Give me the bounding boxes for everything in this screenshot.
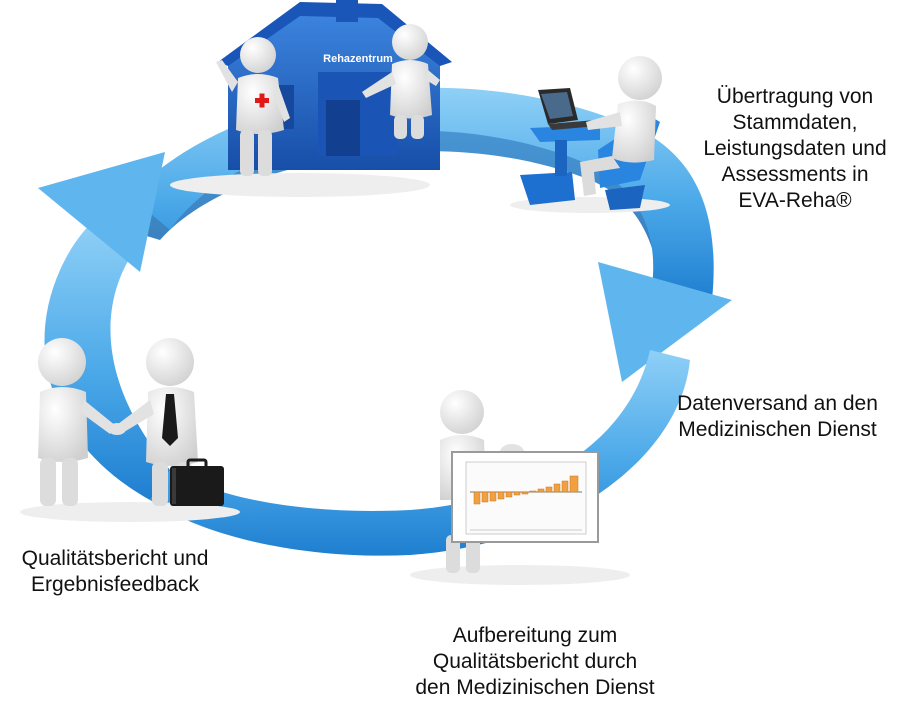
clinic-sign: Rehazentrum: [323, 53, 393, 65]
caption-line: Aufbereitung zum: [452, 624, 618, 647]
clinic-shadow: [170, 173, 430, 197]
red-cross-icon: [255, 93, 269, 108]
caption-data-dispatch: Datenversand an den Medizinischen Dienst: [655, 391, 900, 443]
operator-figure: [580, 56, 662, 196]
caption-line: Ergebnisfeedback: [30, 573, 200, 596]
clinic-station: Rehazentrum: [170, 0, 452, 197]
caption-line: Qualitätsbericht und: [21, 547, 209, 570]
report-station: [410, 390, 630, 585]
patient-figure: [216, 37, 290, 176]
arrowhead-right: [598, 262, 732, 382]
ring-segment-bottom: [150, 350, 690, 556]
arrowhead-left: [38, 152, 165, 272]
staff-figure: [362, 24, 440, 139]
handshake-icon: [108, 423, 126, 435]
caption-line: Datenversand an den: [677, 392, 878, 415]
chart-board-icon: [451, 451, 599, 543]
caption-line: Übertragung von: [716, 85, 874, 108]
data-entry-station: [510, 56, 670, 213]
briefcase-icon: [170, 458, 224, 506]
feedback-station: [20, 338, 240, 522]
caption-line: Assessments in: [721, 163, 869, 186]
caption-line: Medizinischen Dienst: [678, 418, 877, 441]
figure-left: [38, 338, 116, 506]
caption-line: EVA-Reha®: [738, 189, 852, 212]
caption-report-preparation: Aufbereitung zum Qualitätsbericht durch …: [390, 623, 680, 701]
caption-line: Stammdaten,: [732, 111, 858, 134]
caption-line: Leistungsdaten und: [703, 137, 887, 160]
caption-line: Qualitätsbericht durch: [432, 650, 638, 673]
caption-data-transfer: Übertragung von Stammdaten, Leistungsdat…: [690, 84, 900, 214]
caption-quality-feedback: Qualitätsbericht und Ergebnisfeedback: [5, 546, 225, 598]
mini-chart-bars: [473, 475, 579, 505]
caption-line: den Medizinischen Dienst: [415, 676, 655, 699]
laptop-icon: [538, 88, 598, 130]
